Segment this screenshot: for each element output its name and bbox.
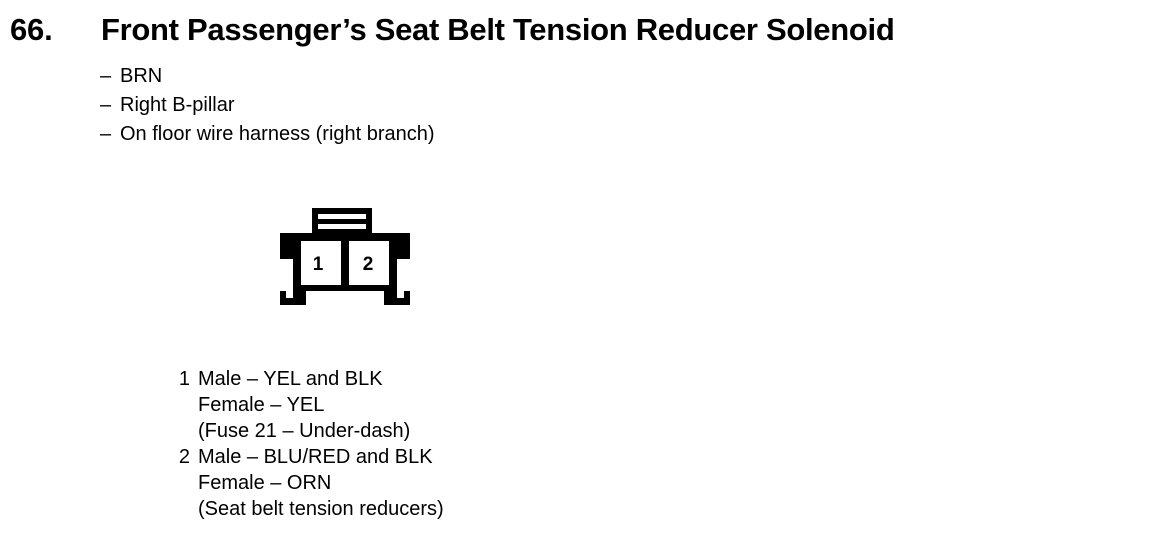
pin-legend-male-wires: Male – BLU/RED and BLK [198,446,433,468]
attribute-harness: On floor wire harness (right branch) [120,123,435,145]
entry-number: 66. [10,12,53,47]
list-item: – BRN [100,62,800,91]
connector-pin-2-label: 2 [363,254,374,275]
list-item: 1 Male – YEL and BLK [172,366,792,392]
pin-legend-circuit-note: (Fuse 21 – Under-dash) [198,420,411,442]
list-item: – On floor wire harness (right branch) [100,120,800,149]
connector-pin-1-label: 1 [313,254,324,275]
pin-legend-female-wires: Female – YEL [198,394,325,416]
connector-outline-icon: 1 2 [280,208,410,305]
list-item: (Fuse 21 – Under-dash) [172,418,792,444]
attribute-wire-color: BRN [120,65,163,87]
list-item: (Seat belt tension reducers) [172,496,792,522]
page-title: Front Passenger’s Seat Belt Tension Redu… [101,12,895,47]
connector-diagram: 1 2 [272,203,418,311]
pin-legend-group: 2 Male – BLU/RED and BLK Female – ORN (S… [172,444,792,522]
dash-bullet-icon: – [100,65,112,87]
pin-legend-male-wires: Male – YEL and BLK [198,368,383,390]
pin-legend: 1 Male – YEL and BLK Female – YEL (Fuse … [172,366,792,522]
connector-latch-tab [312,208,372,237]
connector-body [280,233,410,305]
attribute-list: – BRN – Right B-pillar – On floor wire h… [100,62,800,149]
pin-legend-index: 1 [178,368,190,390]
dash-bullet-icon: – [100,94,112,116]
pin-legend-index: 2 [178,446,190,468]
list-item: Female – YEL [172,392,792,418]
list-item: Female – ORN [172,470,792,496]
pin-legend-female-wires: Female – ORN [198,472,332,494]
list-item: – Right B-pillar [100,91,800,120]
list-item: 2 Male – BLU/RED and BLK [172,444,792,470]
dash-bullet-icon: – [100,123,112,145]
pin-legend-circuit-note: (Seat belt tension reducers) [198,498,444,520]
attribute-location: Right B-pillar [120,94,235,116]
pin-legend-group: 1 Male – YEL and BLK Female – YEL (Fuse … [172,366,792,444]
page-header: 66. Front Passenger’s Seat Belt Tension … [0,10,1152,54]
